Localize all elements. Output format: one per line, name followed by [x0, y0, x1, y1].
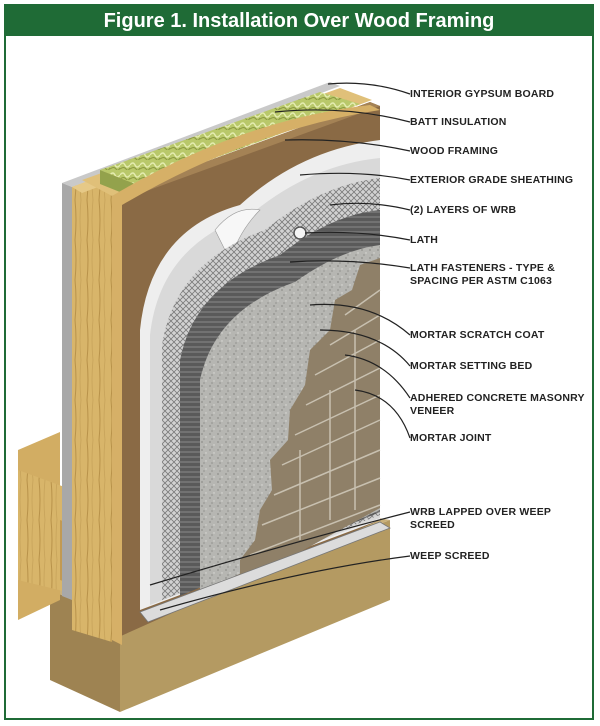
callout-lath: LATH: [410, 234, 438, 246]
mortar-joints: [249, 289, 381, 556]
callout-fasteners-2: SPACING PER ASTM C1063: [410, 275, 552, 287]
callout-sheathing: EXTERIOR GRADE SHEATHING: [410, 174, 573, 186]
callout-wrb-lap-2: SCREED: [410, 519, 455, 531]
callout-weep: WEEP SCREED: [410, 550, 490, 562]
figure-title: Figure 1. Installation Over Wood Framing: [6, 6, 592, 36]
weep-screed: [139, 521, 391, 623]
callout-veneer-1: ADHERED CONCRETE MASONRY: [410, 392, 585, 404]
masonry-veneer: [240, 258, 381, 585]
callout-joint: MORTAR JOINT: [410, 432, 492, 444]
callout-setting: MORTAR SETTING BED: [410, 360, 533, 372]
callout-batt: BATT INSULATION: [410, 116, 507, 128]
callout-fasteners-1: LATH FASTENERS - TYPE &: [410, 262, 555, 274]
callout-scratch: MORTAR SCRATCH COAT: [410, 329, 545, 341]
callout-gypsum: INTERIOR GYPSUM BOARD: [410, 88, 554, 100]
lath-fastener: [293, 226, 307, 240]
callout-framing: WOOD FRAMING: [410, 145, 498, 157]
callout-wrb-lap-1: WRB LAPPED OVER WEEP: [410, 506, 551, 518]
leader-lines: [149, 82, 411, 611]
callout-labels: INTERIOR GYPSUM BOARD BATT INSULATION WO…: [410, 88, 585, 562]
callout-wrb: (2) LAYERS OF WRB: [410, 204, 516, 216]
callout-veneer-2: VENEER: [410, 405, 455, 417]
